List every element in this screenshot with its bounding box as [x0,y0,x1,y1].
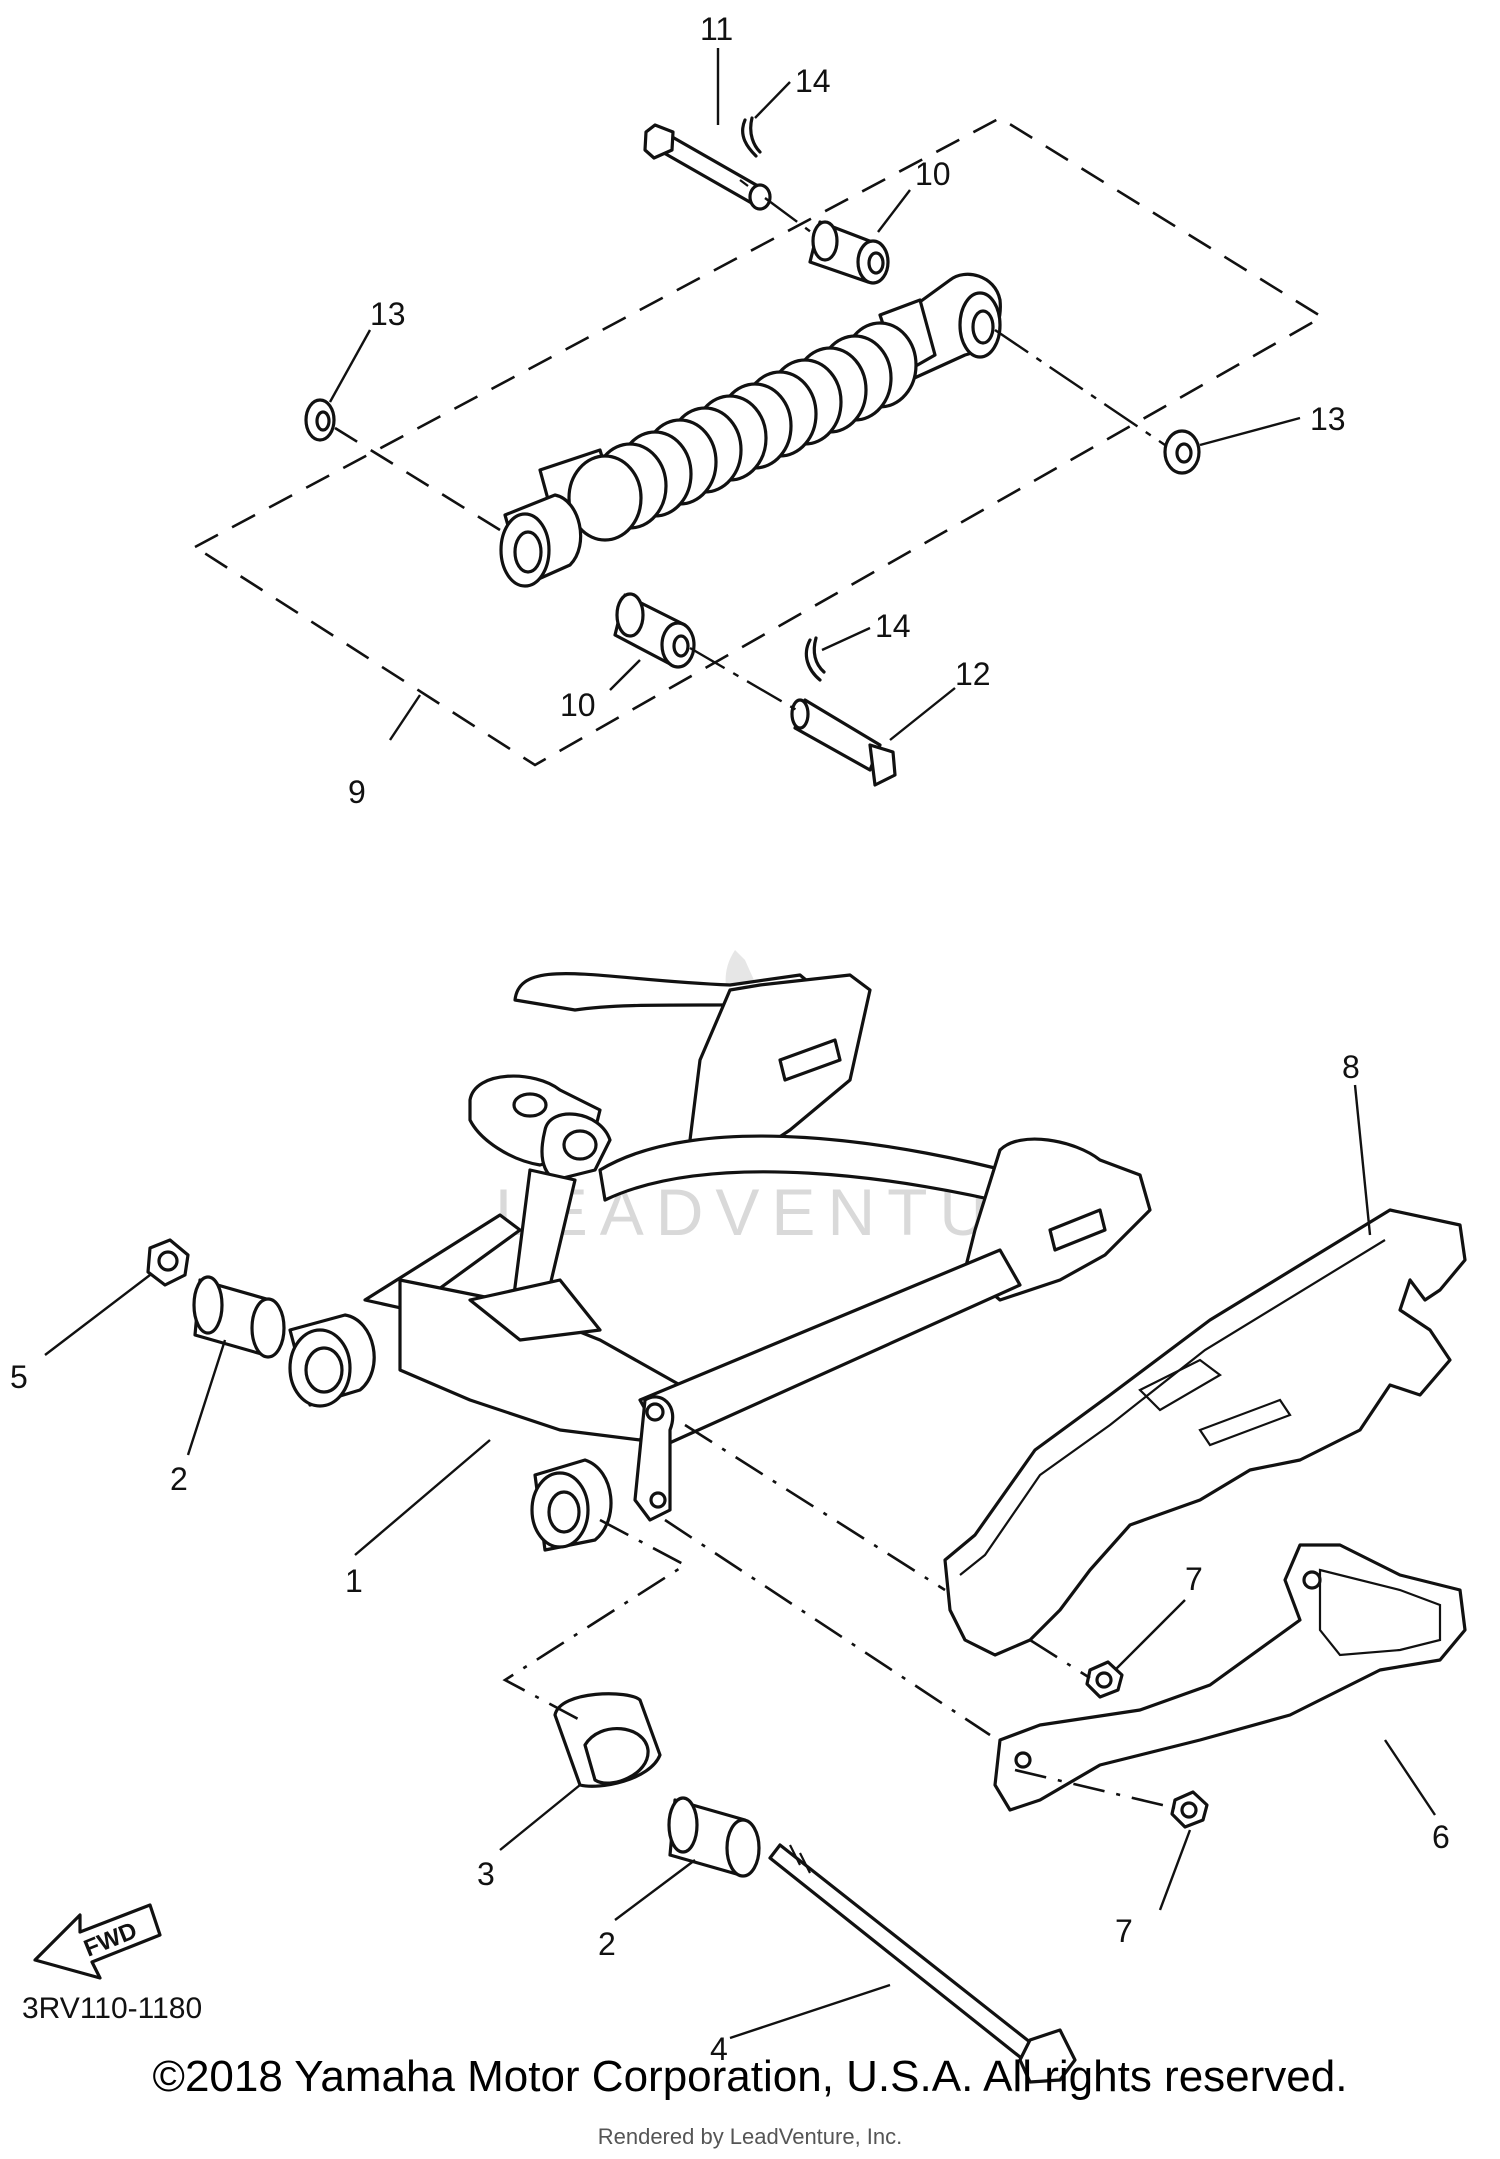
diagram-reference-code: 3RV110-1180 [22,1992,203,2025]
rear-swingarm [288,971,1152,1552]
pivot-bolt-4 [768,1843,1077,2084]
callout-2-upper: 2 [170,1461,188,1497]
nut-5 [146,1238,190,1287]
callout-11: 11 [700,11,733,47]
callout-13-left: 13 [370,296,406,332]
callout-14-bottom: 14 [875,608,911,644]
bolt-7-lower [1170,1790,1209,1829]
shock-spring [567,321,918,542]
callout-8: 8 [1342,1049,1360,1085]
cotter-pin-14-bottom [804,636,826,682]
bolt-7-upper [1085,1660,1124,1699]
pin-11 [643,123,772,211]
callout-14-top: 14 [795,63,831,99]
callout-13-right: 13 [1310,401,1346,437]
callout-numbers: 11 14 10 13 13 14 12 10 9 8 5 2 1 7 6 3 … [10,11,1450,2067]
bushing-3 [553,1692,662,1788]
bushing-2-lower [667,1796,761,1878]
fwd-arrow-icon: FWD [33,1903,162,1980]
callout-6: 6 [1432,1819,1450,1855]
shock-assembly-group [192,116,1325,787]
rear-shock-absorber [499,272,1002,588]
bushing-10-top [808,220,890,285]
callout-4: 4 [710,2031,728,2067]
bushing-10-bottom [613,592,696,669]
chain-case-centerline [684,1423,946,1592]
callout-3: 3 [477,1856,495,1892]
copyright-notice: ©2018 Yamaha Motor Corporation, U.S.A. A… [152,2052,1348,2101]
callout-leaders [44,48,1436,2040]
bushing-2-upper [192,1275,286,1359]
callout-1: 1 [345,1563,363,1599]
callout-9: 9 [348,774,366,810]
chain-guard-6 [993,1543,1467,1812]
callout-7-lower: 7 [1115,1913,1133,1949]
rendered-by-credit: Rendered by LeadVenture, Inc. [597,2124,903,2149]
washer-13-left [304,398,336,442]
washer-13-right [1163,429,1201,475]
chain-case-8 [943,1208,1467,1657]
callout-12: 12 [955,656,991,692]
callout-5: 5 [10,1359,28,1395]
pin-12 [790,698,897,787]
chain-guard-centerline [664,1518,991,1737]
cotter-pin-14-top [741,116,762,158]
shock-group-outline [192,116,1325,767]
callout-10-bottom: 10 [560,687,596,723]
callout-10-top: 10 [915,156,951,192]
bushing-centerline [502,1518,688,1722]
callout-7-upper: 7 [1185,1561,1203,1597]
callout-2-lower: 2 [598,1926,616,1962]
